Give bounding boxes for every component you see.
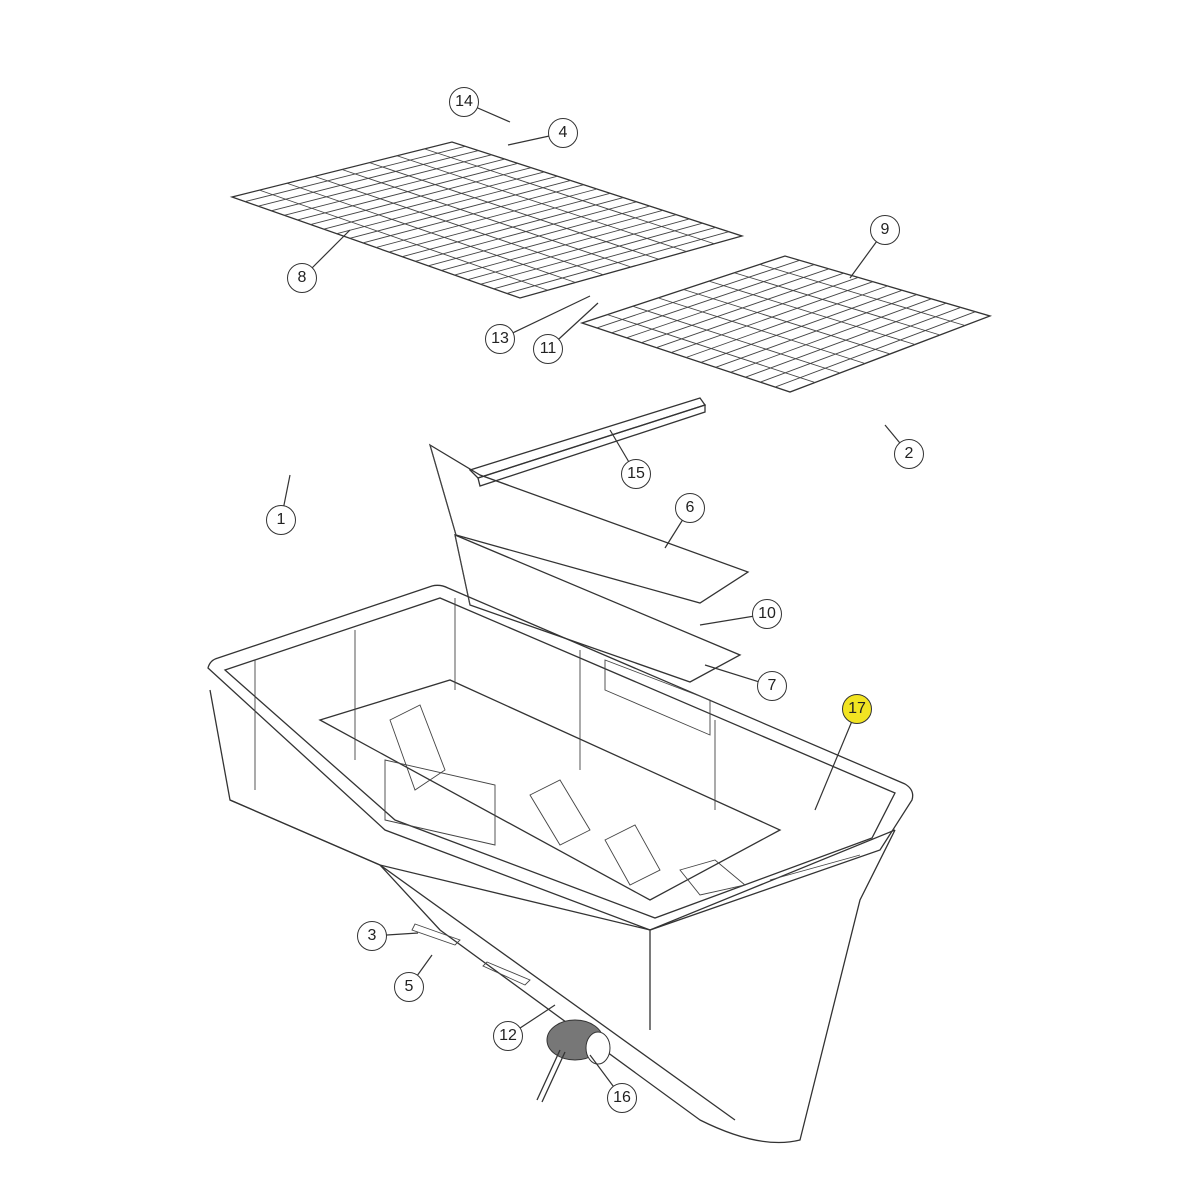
callout-16: 16	[607, 1083, 637, 1113]
callout-14: 14	[449, 87, 479, 117]
callout-2: 2	[894, 439, 924, 469]
callout-12: 12	[493, 1021, 523, 1051]
callout-6: 6	[675, 493, 705, 523]
grate-8	[229, 141, 745, 299]
plate-3	[411, 923, 461, 946]
grate-9	[579, 255, 993, 393]
callout-11: 11	[533, 334, 563, 364]
callout-5: 5	[394, 972, 424, 1002]
callout-10: 10	[752, 599, 782, 629]
hopper-17	[207, 584, 914, 1144]
callout-15: 15	[621, 459, 651, 489]
callout-3: 3	[357, 921, 387, 951]
callout-17: 17	[842, 694, 872, 724]
callout-9: 9	[870, 215, 900, 245]
motor-16	[536, 1019, 611, 1103]
plate-6	[428, 443, 750, 604]
callout-4: 4	[548, 118, 578, 148]
plate-3b	[482, 961, 531, 986]
callout-13: 13	[485, 324, 515, 354]
callout-8: 8	[287, 263, 317, 293]
plate-7	[454, 533, 742, 683]
baffle-bar-15	[468, 397, 707, 487]
callout-7: 7	[757, 671, 787, 701]
callout-1: 1	[266, 505, 296, 535]
